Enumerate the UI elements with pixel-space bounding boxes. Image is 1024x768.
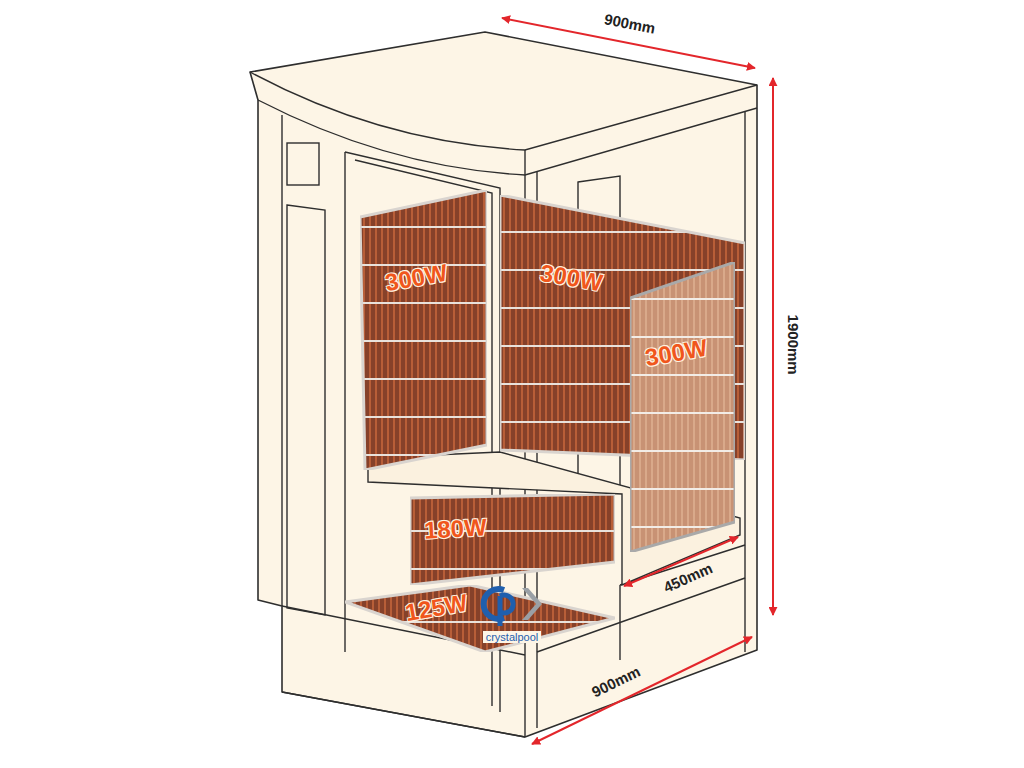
heater-panel-outline — [345, 585, 615, 652]
cabinet-body — [250, 32, 757, 737]
cabinet-lines — [287, 205, 325, 615]
cabinet-lines — [258, 100, 757, 175]
watermark: crystalpool — [483, 631, 542, 644]
dimension-label: 900mm — [586, 662, 645, 703]
dimension-label: 450mm — [658, 558, 718, 597]
heater-panel: 180W — [410, 494, 615, 585]
logo-mark — [478, 582, 548, 628]
logo-mark — [484, 588, 542, 626]
heater-panel: 125W — [345, 585, 615, 652]
logo-mark — [500, 595, 513, 613]
heater-panel-shape — [345, 585, 615, 652]
wattage-label: 180W — [423, 514, 487, 544]
cabinet-lines — [281, 115, 282, 606]
heater-panel-outline — [360, 190, 487, 470]
cabinet-lines — [282, 692, 525, 737]
heater-panel-shape — [360, 190, 487, 470]
logo-mark — [522, 588, 542, 620]
cabinet-lines — [619, 585, 620, 660]
heater-panel-outline — [410, 494, 615, 585]
dimension-lines — [772, 78, 774, 615]
heater-panel-shape — [630, 262, 735, 552]
dimension-label: 900mm — [600, 10, 660, 38]
heater-panel-outline — [630, 262, 735, 552]
cabinet-lines — [250, 72, 757, 737]
dimension-lines — [532, 637, 752, 744]
cabinet-lines — [344, 152, 345, 652]
cabinet-lines — [250, 72, 757, 150]
heater-panel: 300W — [360, 190, 487, 470]
cabinet-body — [250, 32, 757, 737]
dimension-label: 1900mm — [784, 312, 801, 378]
cabinet-lines — [287, 143, 319, 185]
heater-panel: 300W — [630, 262, 735, 552]
